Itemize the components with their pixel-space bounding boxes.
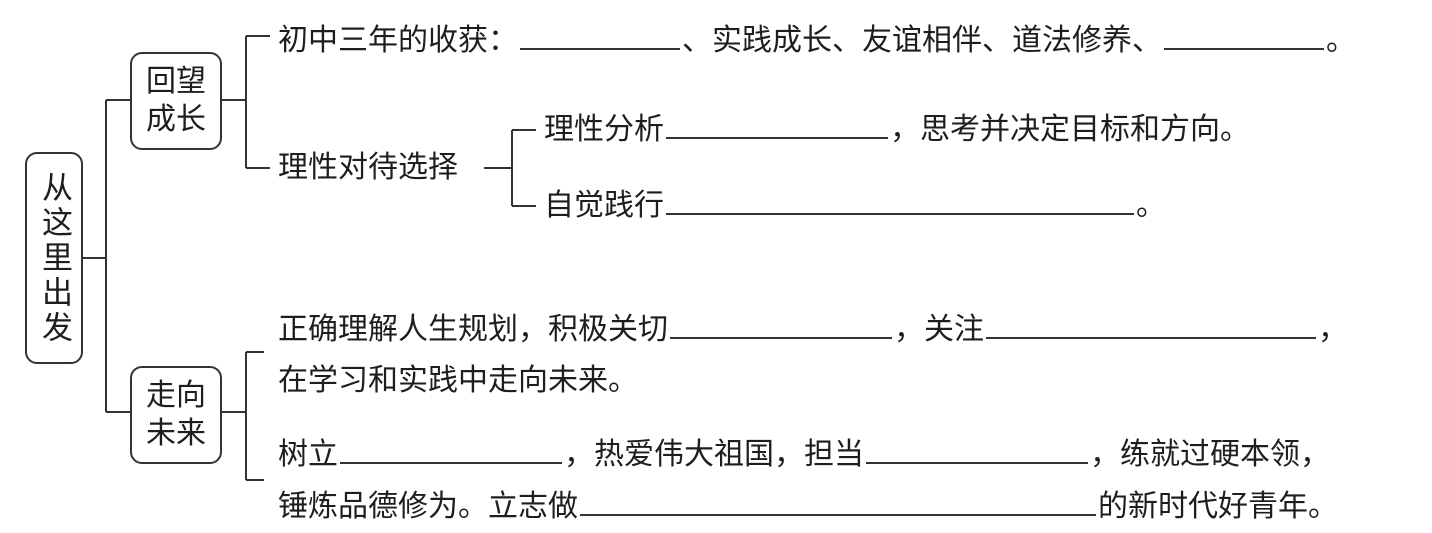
planning-line-1: 正确理解人生规划，积极关切 ，关注 ，	[278, 311, 1348, 349]
planning-b: ，关注	[894, 312, 984, 347]
blank-ideal-3[interactable]	[580, 488, 1096, 516]
harvest-prefix: 初中三年的收获：	[278, 23, 518, 58]
ideal-d: 锤炼品德修为。立志做	[278, 489, 578, 524]
ideal-line-1: 树立 ，热爱伟大祖国，担当 ，练就过硬本领，	[278, 436, 1330, 474]
harvest-line: 初中三年的收获： 、实践成长、友谊相伴、道法修养、 。	[278, 22, 1356, 60]
branch1-label-line2: 成长	[146, 102, 206, 137]
ideal-line-2: 锤炼品德修为。立志做 的新时代好青年。	[278, 488, 1338, 526]
rational-analysis-line: 理性分析 ，思考并决定目标和方向。	[544, 111, 1250, 149]
ideal-a: 树立	[278, 437, 338, 472]
root-node: 从这里出发	[25, 152, 83, 364]
root-label: 从这里出发	[36, 170, 72, 346]
branch-node-look-back: 回望 成长	[130, 52, 222, 150]
analysis-prefix: 理性分析	[544, 112, 664, 147]
practice-prefix: 自觉践行	[544, 188, 664, 223]
blank-ideal-2[interactable]	[866, 436, 1088, 464]
planning-line-2: 在学习和实践中走向未来。	[278, 363, 638, 398]
branch1-label-line1: 回望	[146, 64, 206, 99]
blank-analysis[interactable]	[666, 111, 888, 139]
blank-harvest-1[interactable]	[520, 22, 680, 50]
ideal-c: ，练就过硬本领，	[1090, 437, 1330, 472]
harvest-middle: 、实践成长、友谊相伴、道法修养、	[682, 23, 1162, 58]
practice-suffix: 。	[1136, 188, 1166, 223]
branch2-label-line2: 未来	[146, 416, 206, 451]
harvest-end: 。	[1326, 23, 1356, 58]
ideal-b: ，热爱伟大祖国，担当	[564, 437, 864, 472]
branch-node-toward-future: 走向 未来	[130, 366, 222, 464]
rational-choice-label: 理性对待选择	[278, 150, 458, 185]
blank-harvest-2[interactable]	[1164, 22, 1324, 50]
analysis-suffix: ，思考并决定目标和方向。	[890, 112, 1250, 147]
blank-ideal-1[interactable]	[340, 436, 562, 464]
planning-a: 正确理解人生规划，积极关切	[278, 312, 668, 347]
blank-planning-2[interactable]	[986, 311, 1316, 339]
ideal-e: 的新时代好青年。	[1098, 489, 1338, 524]
blank-planning-1[interactable]	[670, 311, 892, 339]
blank-practice[interactable]	[666, 187, 1134, 215]
branch2-label-line1: 走向	[146, 378, 206, 413]
practice-line: 自觉践行 。	[544, 187, 1166, 225]
planning-c: ，	[1318, 312, 1348, 347]
